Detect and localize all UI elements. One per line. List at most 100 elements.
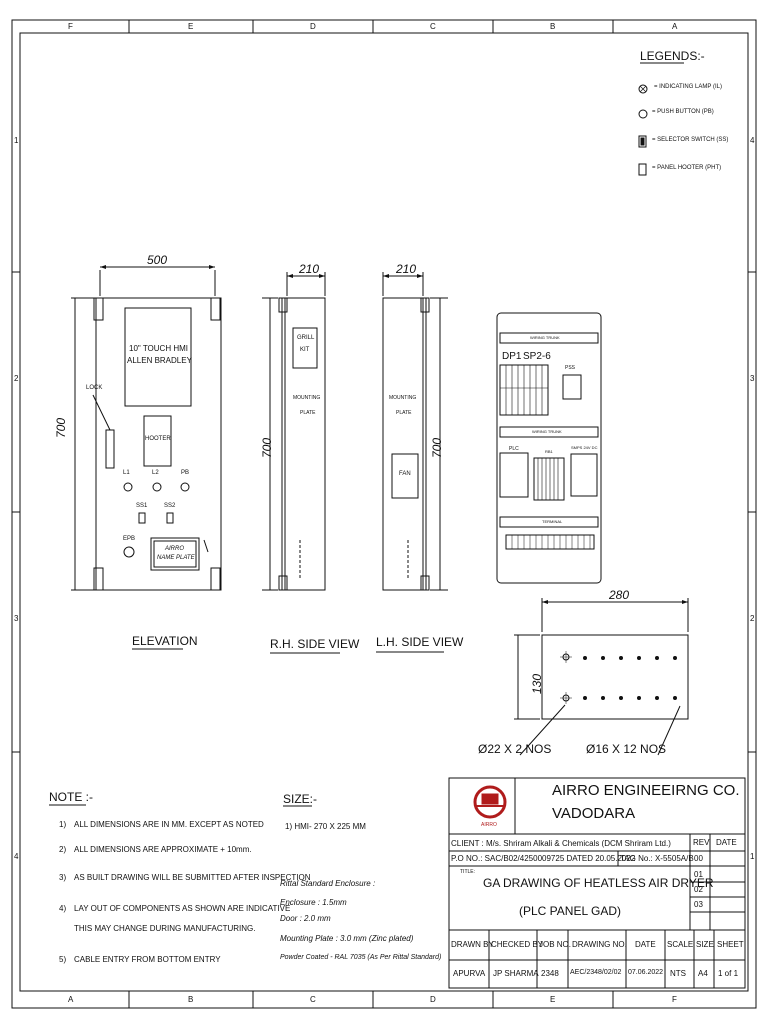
note-1-text: ALL DIMENSIONS ARE IN MM. EXCEPT AS NOTE… — [74, 820, 264, 829]
row-label-left-2: 2 — [14, 374, 19, 383]
panel-hooter-icon — [638, 163, 647, 176]
nameplate-line1: AIRRO — [165, 546, 185, 552]
col-label-bottom-5: E — [550, 995, 556, 1004]
po-line: P.O NO.: SAC/B02/4250009725 DATED 20.05.… — [451, 854, 636, 863]
legends-title: LEGENDS:- — [640, 49, 705, 63]
col-label-bottom-6: F — [672, 995, 677, 1004]
row-label-left-4: 4 — [14, 852, 19, 861]
dp1-label: DP1 — [502, 351, 522, 362]
powder-coating: Powder Coated - RAL 7035 (As Per Rittal … — [280, 954, 442, 961]
rev-03: 03 — [694, 900, 703, 909]
col-label-top-6: A — [672, 22, 678, 31]
col-label-bottom-2: B — [188, 995, 194, 1004]
grill-label-2: KIT — [300, 347, 310, 353]
col-label-bottom-1: A — [68, 995, 74, 1004]
sp26-label: SP2-6 — [523, 351, 551, 362]
value-size: A4 — [698, 969, 708, 978]
legend-label-selector: = SELECTOR SWITCH (SS) — [652, 137, 729, 143]
smps-label: SMPS 24V DC — [571, 445, 598, 450]
rev-00: 00 — [694, 854, 703, 863]
title-block — [448, 777, 746, 989]
plc-label: PLC — [509, 446, 519, 452]
enclosure-thickness: Enclosure : 1.5mm — [280, 898, 347, 907]
header-checked-by: CHECKED BY — [491, 940, 544, 949]
outer-border — [11, 19, 757, 1009]
legend-label-hooter: = PANEL HOOTER (PHT) — [652, 165, 722, 171]
wiring-trunk-top-label: WIRING TRUNK — [530, 335, 560, 340]
note-4-text-2: THIS MAY CHANGE DURING MANUFACTURING. — [74, 924, 256, 933]
selector-switch-icon — [638, 135, 647, 148]
legend-label-lamp: = INDICATING LAMP (IL) — [654, 84, 722, 90]
drawing-title-2: (PLC PANEL GAD) — [519, 904, 622, 918]
col-label-top-2: E — [188, 22, 194, 31]
rh-mounting-label-1: MOUNTING — [293, 395, 321, 401]
company-name: AIRRO ENGINEEIRNG CO. — [552, 782, 740, 799]
push-button-icon — [638, 109, 648, 119]
gland-height-dim: 130 — [530, 673, 544, 694]
note-2-num: 2) — [59, 845, 67, 854]
rev-02: 02 — [694, 885, 703, 894]
hole-small-label: Ø16 X 12 NOS — [586, 742, 667, 756]
row-label-left-3: 3 — [14, 614, 19, 623]
header-drawing-no: DRAWING NO. — [572, 940, 627, 949]
lh-width-dim: 210 — [396, 262, 417, 276]
wiring-trunk-mid-label: WIRING TRUNK — [532, 429, 562, 434]
gland-plate — [541, 634, 689, 720]
logo-text: AIRRO — [481, 822, 497, 828]
header-date: DATE — [635, 940, 656, 949]
elevation-height-dim: 700 — [54, 417, 68, 438]
airro-logo — [473, 785, 507, 819]
indicating-lamp-icon — [638, 84, 648, 94]
selector-ss2-label: SS2 — [164, 503, 176, 509]
hooter-label: HOOTER — [145, 436, 171, 442]
lh-mounting-label-1: MOUNTING — [389, 395, 417, 401]
terminal-label: TERMINAL — [542, 519, 563, 524]
row-label-right-3: 2 — [750, 614, 755, 623]
note-1-num: 1) — [59, 820, 67, 829]
tag-line: TAG No.: X-5505A/B — [620, 854, 694, 863]
value-checked-by: JP SHARMA — [493, 969, 539, 978]
rev-01: 01 — [694, 870, 703, 879]
note-4-num: 4) — [59, 904, 67, 913]
notes-title: NOTE :- — [49, 790, 93, 804]
header-drawn-by: DRAWN BY — [451, 940, 494, 949]
push-button-label: PB — [181, 470, 190, 476]
note-5-text: CABLE ENTRY FROM BOTTOM ENTRY — [74, 955, 221, 964]
note-5-num: 5) — [59, 955, 67, 964]
row-label-right-1: 4 — [750, 136, 755, 145]
grill-label-1: GRILL — [297, 335, 315, 341]
lh-side-panel — [382, 297, 424, 591]
rh-height-dim: 700 — [260, 437, 274, 458]
rev-header: REV — [693, 838, 710, 847]
door-thickness: Door : 2.0 mm — [280, 914, 331, 923]
drawing-title-1: GA DRAWING OF HEATLESS AIR DRYER — [483, 876, 714, 890]
elevation-caption: ELEVATION — [132, 634, 198, 648]
gland-width-dim: 280 — [609, 588, 630, 602]
value-date: 07.06.2022 — [628, 969, 664, 976]
value-drawn-by: APURVA — [453, 969, 486, 978]
value-job-no: 2348 — [541, 969, 559, 978]
col-label-bottom-4: D — [430, 995, 436, 1004]
rb1-label: RB1 — [545, 449, 553, 454]
value-drawing-no: AEC/2348/02/02 — [570, 969, 622, 976]
rh-side-panel — [284, 297, 326, 591]
elevation-width-dim: 500 — [147, 253, 168, 267]
epb-label: EPB — [123, 536, 136, 542]
note-4-text-1: LAY OUT OF COMPONENTS AS SHOWN ARE INDIC… — [74, 904, 291, 913]
col-label-top-1: F — [68, 22, 73, 31]
size-title: SIZE:- — [283, 792, 318, 806]
selector-ss1-label: SS1 — [136, 503, 148, 509]
note-2-text: ALL DIMENSIONS ARE APPROXIMATE + 10mm. — [74, 845, 252, 854]
row-label-right-2: 3 — [750, 374, 755, 383]
mounting-plate-thickness: Mounting Plate : 3.0 mm (Zinc plated) — [280, 934, 414, 943]
col-label-bottom-3: C — [310, 995, 316, 1004]
company-city: VADODARA — [552, 805, 636, 822]
size-item: 1) HMI- 270 X 225 MM — [285, 822, 366, 831]
header-scale: SCALE — [667, 940, 694, 949]
legend-label-push-button: = PUSH BUTTON (PB) — [652, 109, 714, 115]
lh-caption: L.H. SIDE VIEW — [376, 635, 464, 649]
header-job-no: JOB NO. — [539, 940, 572, 949]
date-header: DATE — [716, 838, 737, 847]
lh-height-dim: 700 — [430, 437, 444, 458]
note-3-num: 3) — [59, 873, 67, 882]
